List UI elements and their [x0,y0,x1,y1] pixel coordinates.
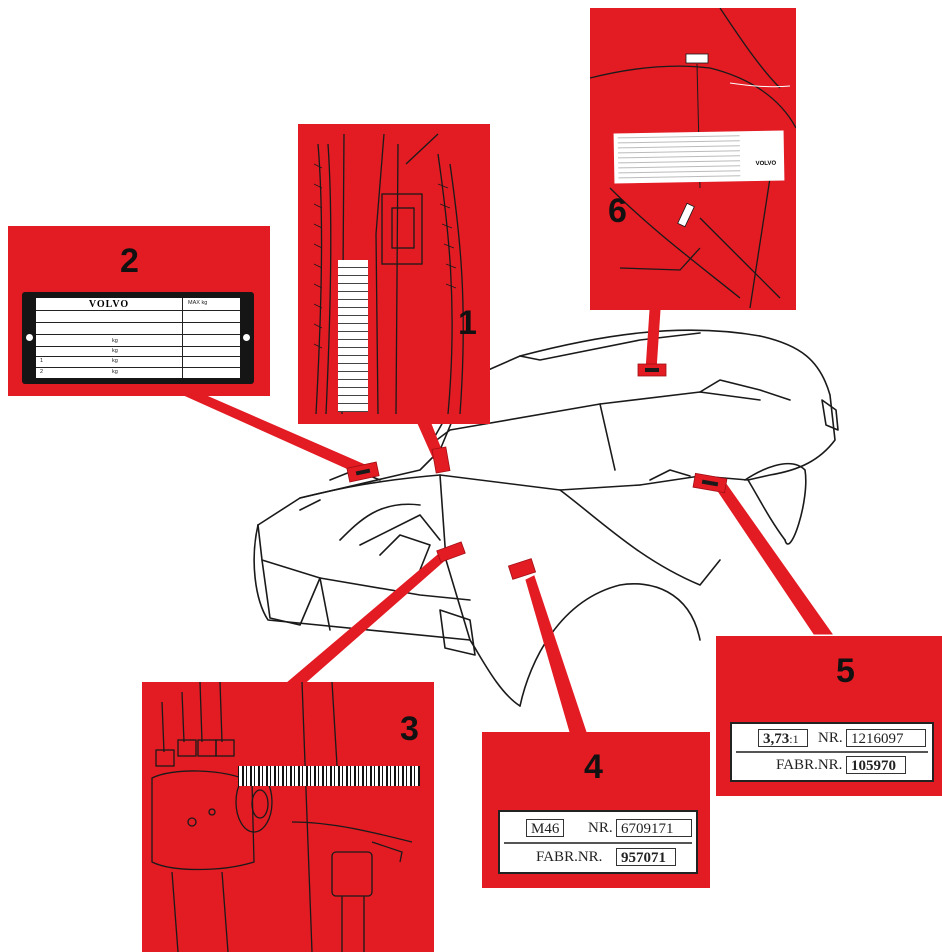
plate-row-index: 2 [40,369,43,375]
nr-label: NR. [818,730,843,747]
plate-right-header: MAX kg [188,300,207,306]
plate-divider [504,842,692,844]
ratio-value: 3,73 [763,731,789,747]
ratio-suffix: :1 [789,732,798,746]
plate-rule [36,346,240,347]
fabr-label: FABR.NR. [536,849,602,866]
plate-rule [36,334,240,335]
location-number: 1 [458,306,477,340]
location-number: 4 [584,750,603,784]
location-number: 5 [836,654,855,688]
plate-rule [36,322,240,323]
plate-brand: VOLVO [36,299,182,310]
engine-number-strip [238,766,420,786]
gearbox-plate: M46 NR. 6709171 FABR.NR. 957071 [498,810,698,874]
fabr-label: FABR.NR. [776,757,842,774]
plate-kg-unit: kg [112,358,118,364]
plate-kg-unit: kg [112,369,118,375]
door-pillar-illustration [298,124,490,424]
location-number: 6 [608,194,627,228]
ratio-box: 3,73:1 [758,729,808,747]
plate-kg-unit: kg [112,348,118,354]
rivet-hole [243,334,250,341]
location-3-panel: 3 [142,682,434,952]
plate-divider [736,751,928,753]
sticker-line [618,145,740,148]
sticker-line [618,160,740,163]
nr-value: 1216097 [846,729,926,747]
fabr-value: 105970 [846,756,906,774]
nr-label: NR. [588,820,613,837]
type-plate: VOLVO MAX kg kg kg 1 kg 2 kg [22,292,254,384]
fabr-value: 957071 [616,848,676,866]
rivet-hole [26,334,33,341]
location-number: 3 [400,712,419,746]
plate-rule [36,310,240,311]
sticker-brand: VOLVO [756,161,777,167]
sticker-line [618,155,740,158]
engine-block-illustration [142,682,434,952]
plate-row-index: 1 [40,358,43,364]
nr-value: 6709171 [616,819,692,837]
sticker-line [618,135,740,138]
sticker-line [618,140,740,143]
plate-rule [36,367,240,368]
rear-axle-plate: 3,73:1 NR. 1216097 FABR.NR. 105970 [730,722,934,782]
location-5-panel: 5 3,73:1 NR. 1216097 FABR.NR. 105970 [716,636,942,796]
model-box: M46 [526,819,564,837]
sticker-line [618,175,740,178]
location-1-panel: 1 [298,124,490,424]
sticker-line [618,150,740,153]
sticker-line [618,170,740,173]
sticker-line [618,165,740,168]
location-number: 2 [120,244,139,278]
plate-rule [36,356,240,357]
plate-kg-unit: kg [112,338,118,344]
service-sticker: VOLVO [614,131,785,184]
vin-sticker [338,260,368,412]
location-4-panel: 4 M46 NR. 6709171 FABR.NR. 957071 [482,732,710,888]
